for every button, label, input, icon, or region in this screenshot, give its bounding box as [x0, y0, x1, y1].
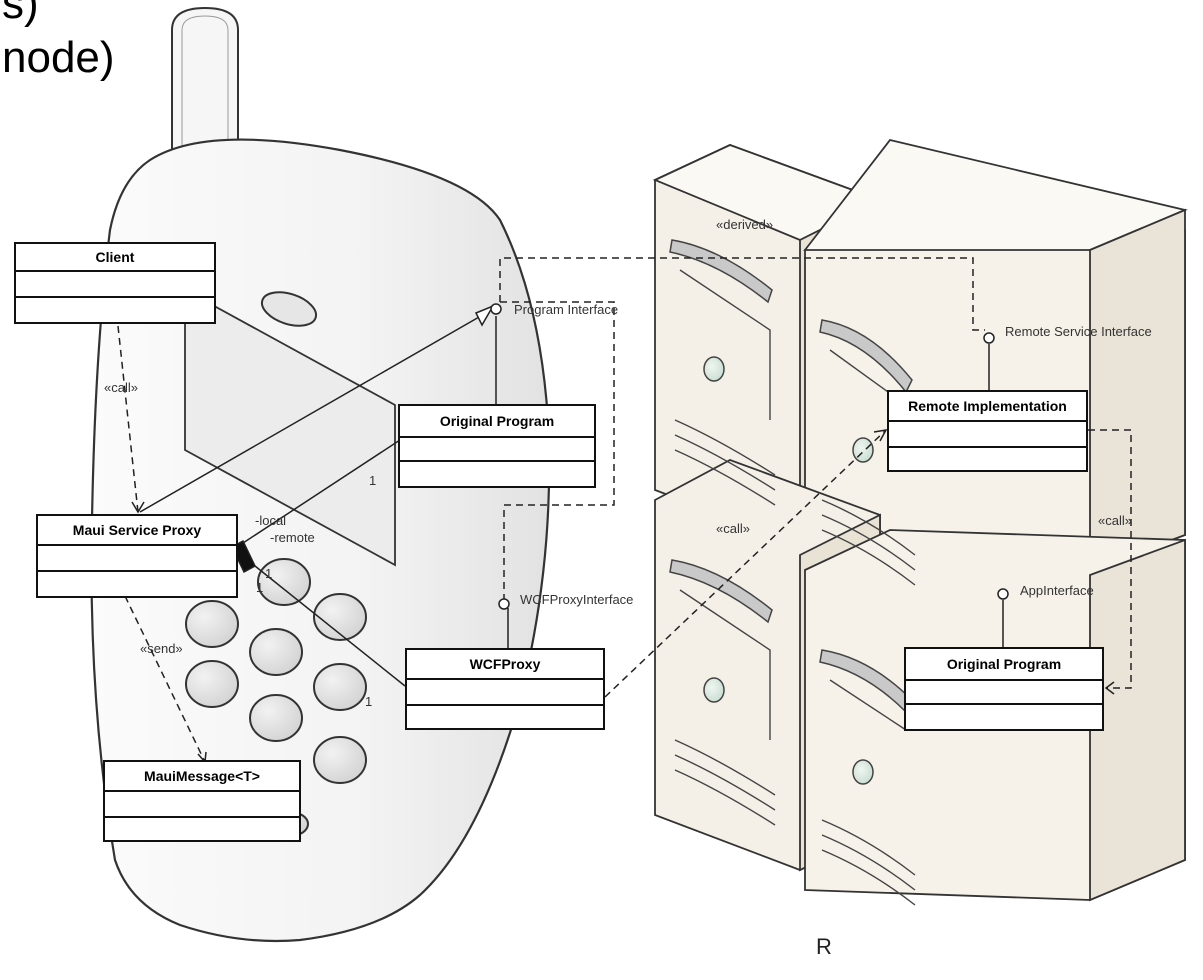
- class-attributes: [38, 546, 236, 572]
- class-operations: [400, 462, 594, 486]
- class-name: MauiMessage<T>: [105, 762, 299, 792]
- class-name: WCFProxy: [407, 650, 603, 680]
- class-name: Remote Implementation: [889, 392, 1086, 422]
- multiplicity-label: 1: [369, 473, 376, 488]
- class-maui-service-proxy[interactable]: Maui Service Proxy: [36, 514, 238, 598]
- class-name: Maui Service Proxy: [38, 516, 236, 546]
- class-attributes: [407, 680, 603, 706]
- multiplicity-label: 1: [365, 694, 372, 709]
- class-attributes: [105, 792, 299, 818]
- class-attributes: [889, 422, 1086, 448]
- multiplicity-label: 1: [256, 580, 263, 595]
- call-label-client: «call»: [104, 380, 138, 395]
- class-operations: [105, 818, 299, 840]
- class-wcf-proxy[interactable]: WCFProxy: [405, 648, 605, 730]
- derived-label: «derived»: [716, 217, 773, 232]
- class-name: Original Program: [400, 406, 594, 438]
- call-label-remote: «call»: [1098, 513, 1132, 528]
- class-name: Client: [16, 244, 214, 272]
- class-operations: [906, 705, 1102, 729]
- class-operations: [889, 448, 1086, 470]
- class-operations: [407, 706, 603, 728]
- class-attributes: [400, 438, 594, 462]
- title-fragment-line1: s): [2, 0, 39, 26]
- program-interface-label: Program Interface: [514, 302, 618, 317]
- class-operations: [16, 298, 214, 322]
- title-fragment-line2: node): [2, 36, 115, 80]
- remote-role-label: -remote: [270, 530, 315, 545]
- local-role-label: -local: [255, 513, 286, 528]
- class-name: Original Program: [906, 649, 1102, 681]
- class-remote-implementation[interactable]: Remote Implementation: [887, 390, 1088, 472]
- class-attributes: [906, 681, 1102, 705]
- class-operations: [38, 572, 236, 596]
- class-client[interactable]: Client: [14, 242, 216, 324]
- class-maui-message[interactable]: MauiMessage<T>: [103, 760, 301, 842]
- bottom-letter: R: [816, 934, 832, 960]
- app-interface-label: AppInterface: [1020, 583, 1094, 598]
- class-original-program-phone[interactable]: Original Program: [398, 404, 596, 488]
- wcf-proxy-interface-label: WCFProxyInterface: [520, 592, 633, 607]
- class-original-program-server[interactable]: Original Program: [904, 647, 1104, 731]
- remote-service-interface-label: Remote Service Interface: [1005, 324, 1152, 339]
- multiplicity-label: 1: [265, 566, 272, 581]
- call-label-server: «call»: [716, 521, 750, 536]
- class-attributes: [16, 272, 214, 298]
- send-label: «send»: [140, 641, 183, 656]
